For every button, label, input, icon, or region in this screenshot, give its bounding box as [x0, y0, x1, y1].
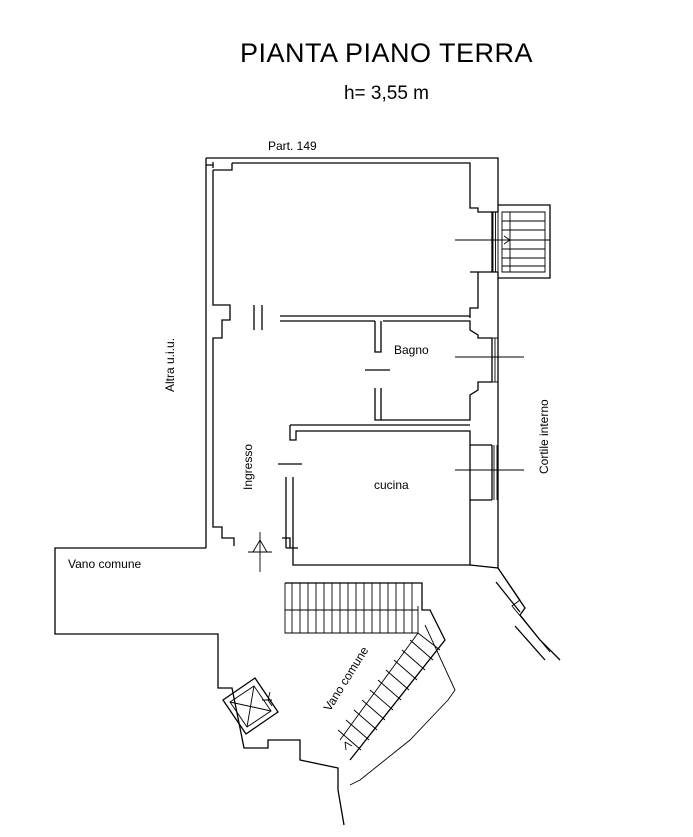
entry-marker	[248, 532, 272, 572]
label-cucina: cucina	[374, 478, 409, 492]
outer-walls	[205, 157, 499, 568]
label-part: Part. 149	[268, 139, 317, 153]
label-cortile: Cortile interno	[537, 399, 551, 474]
plan-height: h= 3,55 m	[343, 83, 430, 104]
label-vano-comune-stair: Vano comune	[321, 644, 372, 714]
south-stair	[284, 582, 456, 786]
label-vano-comune: Vano comune	[68, 557, 141, 571]
label-altra: Altra u.i.u.	[163, 338, 177, 392]
common-area	[54, 547, 561, 826]
label-bagno: Bagno	[394, 343, 429, 357]
inner-walls	[212, 162, 499, 566]
east-openings	[455, 211, 550, 500]
elevator-shaft	[222, 677, 279, 735]
plan-title: PIANTA PIANO TERRA	[239, 38, 534, 68]
label-ingresso: Ingresso	[241, 444, 255, 490]
east-stair	[498, 204, 551, 279]
